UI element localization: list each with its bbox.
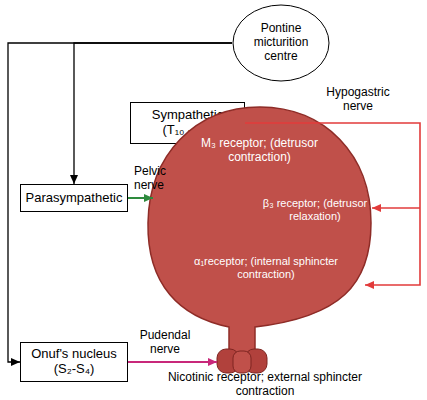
nerve-branch xyxy=(372,207,420,209)
arrow-head xyxy=(208,358,217,366)
bladder-body xyxy=(148,107,371,357)
receptor-label: α₁receptor; (internal sphincter contract… xyxy=(181,255,351,280)
arrow-head xyxy=(372,204,381,212)
receptor-label: M₃ receptor; (detrusor contraction) xyxy=(197,137,322,165)
node-label: Pontine micturition centre xyxy=(244,22,318,63)
node-label: Onuf's nucleus (S₂-S₄) xyxy=(24,347,124,377)
arrow-head xyxy=(70,175,78,184)
nerve-label: Pudendal nerve xyxy=(128,329,202,357)
arrow-head xyxy=(11,358,20,366)
nerve-label: Hypogastric nerve xyxy=(316,86,400,114)
nerve-connector xyxy=(128,361,217,363)
process-box: Parasympathetic xyxy=(20,184,128,212)
nerve-label: Pelvic nerve xyxy=(134,165,184,193)
arrow-head xyxy=(365,281,374,289)
sphincter-note: Nicotinic receptor; external sphincter c… xyxy=(165,371,365,399)
process-box: Onuf's nucleus (S₂-S₄) xyxy=(20,342,128,382)
node-label: Parasympathetic xyxy=(22,191,126,206)
sphincter-muscle xyxy=(233,351,251,373)
receptor-label: β₃ receptor; (detrusor relaxation) xyxy=(259,197,371,222)
centre-ellipse: Pontine micturition centre xyxy=(232,4,330,82)
nerve-connector xyxy=(128,197,153,199)
ellipse-outline xyxy=(233,5,329,81)
